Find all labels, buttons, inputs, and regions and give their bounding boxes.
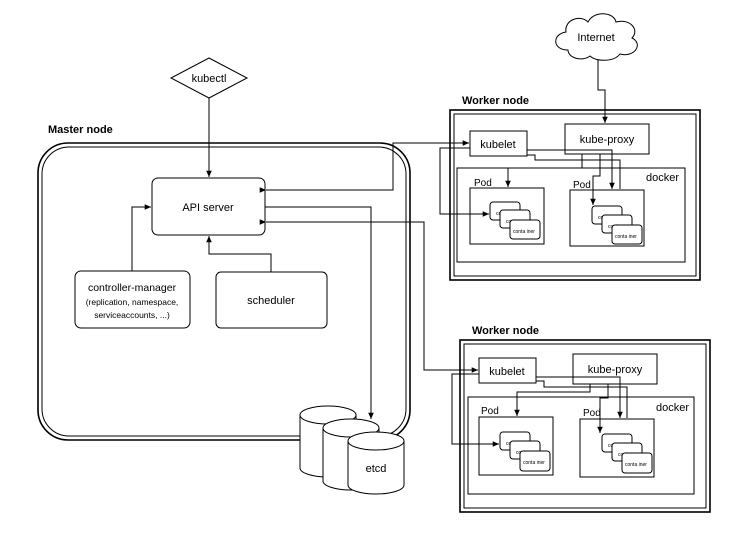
- etcd-cluster[interactable]: etcd: [299, 405, 405, 495]
- container-stack: conta conta conta iner: [499, 431, 551, 472]
- worker-node-1-frame: [449, 109, 701, 281]
- kube-proxy-box[interactable]: kube-proxy: [572, 353, 658, 385]
- svg-text:kubelet: kubelet: [489, 366, 524, 378]
- connector-proxy-pod: [597, 384, 609, 433]
- scheduler-box[interactable]: scheduler: [215, 271, 328, 329]
- api-server-box[interactable]: API server: [151, 177, 266, 236]
- connector-kubelet-pod: [536, 376, 623, 418]
- svg-text:serviceaccounts, ...): serviceaccounts, ...): [94, 310, 170, 320]
- connector-proxy-pod: [590, 154, 601, 205]
- svg-text:conta iner: conta iner: [513, 229, 535, 235]
- svg-text:scheduler: scheduler: [247, 295, 295, 307]
- kubectl-node[interactable]: kubectl: [169, 57, 249, 99]
- container-stack: conta conta conta iner: [591, 205, 643, 245]
- svg-text:kube-proxy: kube-proxy: [580, 134, 635, 146]
- connector-scheduler-api: [206, 236, 272, 272]
- svg-text:kube-proxy: kube-proxy: [588, 364, 643, 376]
- container-stack: conta conta conta iner: [489, 201, 541, 240]
- kubelet-box[interactable]: kubelet: [478, 357, 537, 384]
- worker-node-2-frame: [459, 339, 711, 513]
- connector-proxy-pod: [505, 154, 583, 187]
- connector-kubelet-pod: [527, 154, 621, 189]
- svg-text:docker: docker: [656, 402, 689, 414]
- connector-kubelet-pod: [536, 380, 628, 418]
- connector-controller-api: [131, 204, 151, 271]
- internet-cloud[interactable]: Internet: [555, 13, 638, 61]
- svg-text:conta iner: conta iner: [625, 462, 647, 468]
- connector-kubelet-pod: [527, 149, 615, 189]
- connector-proxy-pod: [514, 384, 591, 416]
- svg-text:docker: docker: [646, 172, 679, 184]
- svg-text:Pod: Pod: [583, 408, 601, 419]
- svg-text:controller-manager: controller-manager: [88, 282, 177, 294]
- api-server-label: API server: [182, 202, 234, 214]
- svg-text:conta iner: conta iner: [615, 234, 637, 240]
- svg-text:Pod: Pod: [474, 178, 492, 189]
- svg-text:Pod: Pod: [481, 406, 499, 417]
- master-node-title: Master node: [48, 124, 113, 136]
- svg-text:(replication, namespace,: (replication, namespace,: [86, 297, 179, 307]
- svg-text:kubectl: kubectl: [192, 73, 227, 85]
- controller-manager-box[interactable]: controller-manager (replication, namespa…: [74, 270, 191, 329]
- connector-api-kubelet-2: [259, 219, 478, 373]
- svg-text:conta iner: conta iner: [523, 460, 545, 466]
- kube-proxy-box[interactable]: kube-proxy: [564, 123, 650, 155]
- connector-kubelet-container: [451, 373, 499, 447]
- etcd-label: etcd: [366, 463, 387, 475]
- kubelet-box[interactable]: kubelet: [469, 130, 528, 157]
- worker-node-title: Worker node: [462, 95, 529, 107]
- connector-api-kubelet-1: [259, 140, 469, 193]
- container-stack: conta conta conta iner: [601, 433, 653, 474]
- etcd-cylinder: [347, 431, 405, 495]
- worker-node-title: Worker node: [472, 325, 539, 337]
- svg-text:kubelet: kubelet: [480, 139, 515, 151]
- connector-kubelet-container: [439, 147, 489, 217]
- connector-internet-proxy: [597, 60, 608, 123]
- svg-text:Pod: Pod: [573, 180, 591, 191]
- svg-text:Internet: Internet: [577, 32, 614, 44]
